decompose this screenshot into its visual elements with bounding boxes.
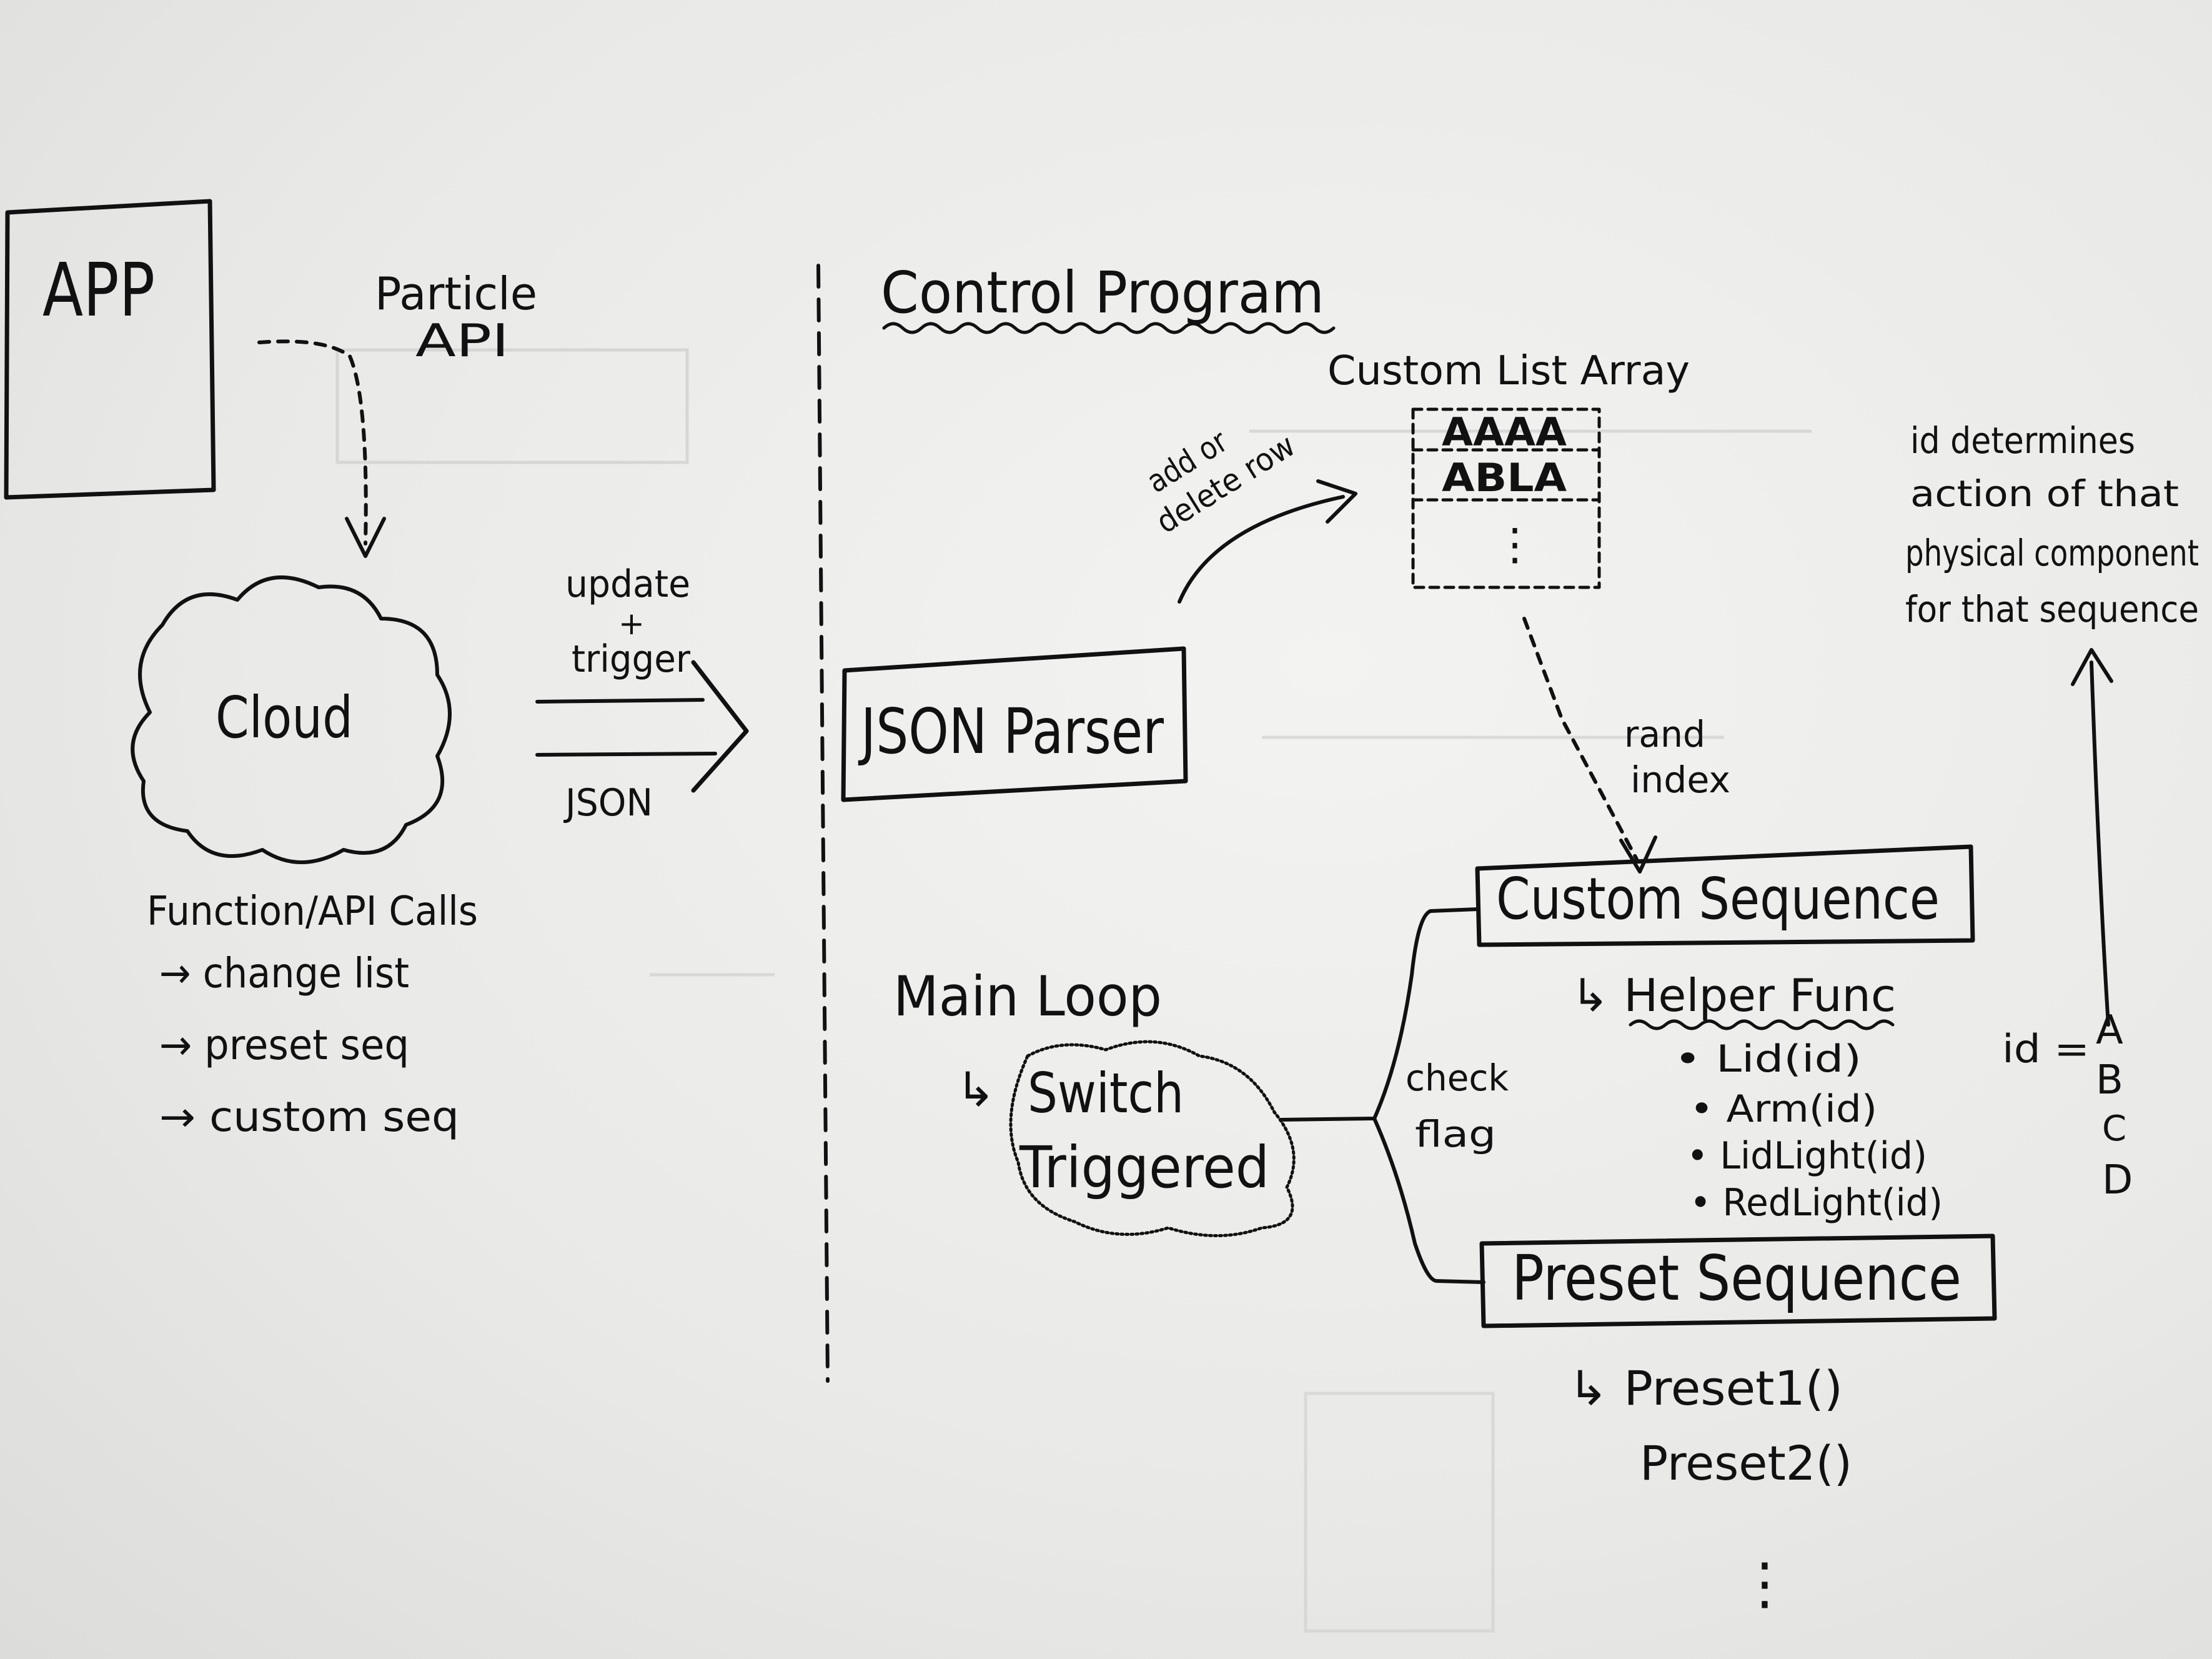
particle-api-line1: Particle xyxy=(375,267,537,320)
main-loop-title: Main Loop xyxy=(893,964,1162,1029)
id-value-c: C xyxy=(2102,1108,2126,1149)
custom-list-more: ⋮ xyxy=(1493,519,1537,570)
helper-func-lid: • Lid(id) xyxy=(1674,1037,1862,1081)
helper-func-redlight: • RedLight(id) xyxy=(1690,1181,1943,1225)
update-label: update xyxy=(565,562,690,606)
custom-list-title: Custom List Array xyxy=(1327,348,1690,394)
rand-label: rand xyxy=(1624,713,1705,755)
id-note-line-2: action of that xyxy=(1910,472,2179,515)
custom-list-array: Custom List Array AAAA ABLA ⋮ xyxy=(1327,348,1690,589)
main-loop-node: Main Loop ↳ Switch Triggered xyxy=(893,964,1296,1237)
cloud-node: Cloud xyxy=(131,575,452,864)
function-call-preset-seq: → preset seq xyxy=(159,1021,409,1069)
preset-list: ↳ Preset1() Preset2() ⋮ xyxy=(1568,1360,1852,1617)
check-flag-branch: check flag xyxy=(1279,907,1509,1284)
id-note-line-1: id determines xyxy=(1910,419,2135,462)
id-value-b: B xyxy=(2096,1057,2123,1104)
update-json-arrow: update + trigger JSON xyxy=(535,562,749,825)
preset-1: ↳ Preset1() xyxy=(1568,1360,1843,1416)
show-through-marks xyxy=(335,348,1812,1633)
function-call-change-list: → change list xyxy=(159,949,409,997)
id-value-a: A xyxy=(2096,1007,2123,1054)
triggered-label: Triggered xyxy=(1019,1134,1269,1201)
preset-2: Preset2() xyxy=(1640,1435,1852,1491)
switch-arrow: ↳ xyxy=(956,1062,996,1117)
separator-line xyxy=(816,264,830,1383)
id-note-line-3: physical component xyxy=(1905,532,2199,574)
id-value-d: D xyxy=(2102,1157,2133,1203)
plus-label: + xyxy=(618,605,645,642)
helper-func-lidlight: • LidLight(id) xyxy=(1687,1134,1927,1178)
particle-api-line2: API xyxy=(415,314,509,367)
json-parser-node: JSON Parser xyxy=(841,646,1188,802)
custom-sequence-label: Custom Sequence xyxy=(1496,865,1940,932)
custom-sequence-node: Custom Sequence xyxy=(1475,844,1975,947)
rand-index-connector: rand index xyxy=(1522,617,1730,874)
json-parser-label: JSON Parser xyxy=(858,695,1164,768)
id-values: id = A B C D xyxy=(2002,1007,2133,1203)
json-label: JSON xyxy=(563,781,653,825)
control-program-heading: Control Program xyxy=(881,259,1336,334)
particle-api-connector: Particle API xyxy=(257,267,537,558)
switch-label: Switch xyxy=(1028,1061,1184,1125)
function-calls-title: Function/API Calls xyxy=(147,889,478,935)
flag-label: flag xyxy=(1415,1113,1496,1155)
helper-func-list: ↳ Helper Func • Lid(id) • Arm(id) • LidL… xyxy=(1571,969,1943,1225)
app-node: APP xyxy=(4,199,216,500)
control-program-title: Control Program xyxy=(881,259,1324,326)
app-label: APP xyxy=(42,247,155,333)
check-label: check xyxy=(1406,1057,1509,1099)
preset-more: ⋮ xyxy=(1737,1551,1793,1617)
preset-sequence-label: Preset Sequence xyxy=(1512,1242,1962,1315)
index-label: index xyxy=(1630,759,1730,801)
custom-list-row-1: AAAA xyxy=(1442,409,1567,455)
helper-func-arm: • Arm(id) xyxy=(1690,1087,1877,1131)
add-delete-connector: add or delete row xyxy=(1141,423,1357,604)
helper-func-title: ↳ Helper Func xyxy=(1571,969,1896,1022)
trigger-label: trigger xyxy=(572,637,690,681)
function-call-custom-seq: → custom seq xyxy=(159,1093,459,1141)
custom-list-row-2: ABLA xyxy=(1442,455,1567,501)
id-equals-label: id = xyxy=(2002,1026,2090,1072)
id-determines-note: id determines action of that physical co… xyxy=(1905,419,2199,1027)
cloud-label: Cloud xyxy=(216,684,353,751)
preset-sequence-node: Preset Sequence xyxy=(1479,1233,1997,1328)
id-note-line-4: for that sequence xyxy=(1905,588,2199,630)
function-calls-list: Function/API Calls → change list → prese… xyxy=(147,889,478,1141)
